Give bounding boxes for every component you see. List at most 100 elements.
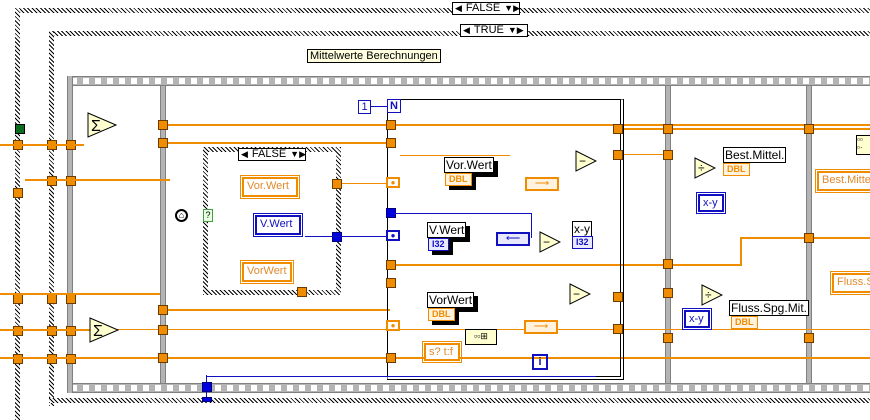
tunnel <box>47 354 57 364</box>
svg-text:−: − <box>579 154 586 168</box>
dropdown-icon[interactable]: ▼ <box>290 149 300 159</box>
vorwert-local-variable[interactable]: VorWert <box>240 260 294 284</box>
wire <box>206 376 596 377</box>
fluss-local-variable[interactable]: Fluss.S <box>830 271 870 295</box>
vorwert-indicator[interactable]: DBL <box>428 308 455 321</box>
tunnel <box>332 232 342 242</box>
tunnel <box>386 260 396 270</box>
tunnel <box>158 120 168 130</box>
loop-count-constant[interactable]: 1 <box>358 100 371 114</box>
tunnel <box>332 179 342 189</box>
inner-case-selector[interactable]: ◀ TRUE ▼ ▶ <box>460 24 528 37</box>
tunnel <box>158 305 168 315</box>
tunnel <box>386 278 396 288</box>
tunnel <box>663 333 673 343</box>
vorwert-indicator-label: VorWert <box>427 292 475 308</box>
tunnel <box>202 397 212 402</box>
shift-register-left: ● <box>386 177 400 188</box>
build-array-node[interactable]: ▫▫⊞ <box>465 329 497 345</box>
tunnel <box>804 233 814 243</box>
shift-register-left: ● <box>386 320 400 331</box>
svg-text:Σ: Σ <box>93 323 103 340</box>
dropdown-icon[interactable]: ▼ <box>504 3 514 13</box>
sum-primitive-bottom[interactable]: Σ <box>89 317 120 346</box>
tunnel <box>386 120 396 130</box>
tunnel <box>386 353 396 363</box>
tunnel <box>47 176 57 186</box>
format-string-constant[interactable]: s? t:f <box>422 341 462 363</box>
sum-primitive-top[interactable]: Σ <box>87 112 118 141</box>
feedback-node-dbl-top[interactable]: ⟶ <box>525 177 559 191</box>
tunnel <box>66 294 76 304</box>
x-y-local-variable[interactable]: x-y <box>696 192 726 214</box>
wire <box>390 264 670 266</box>
wire <box>740 237 742 266</box>
best-mittel-indicator[interactable]: DBL <box>723 163 750 176</box>
wire <box>620 154 670 155</box>
tunnel <box>66 354 76 364</box>
tunnel <box>158 353 168 363</box>
wire <box>400 155 510 156</box>
tunnel <box>613 150 623 160</box>
next-case-icon[interactable]: ▶ <box>516 25 524 35</box>
subtract-primitive[interactable]: − <box>539 231 562 256</box>
wire <box>160 309 390 311</box>
feedback-node-dbl-bottom[interactable]: ⟶ <box>524 320 558 334</box>
subtract-primitive[interactable]: − <box>569 283 592 308</box>
x-y-indicator-label: x-y <box>572 221 592 237</box>
vor-wert-local-variable[interactable]: Vor.Wert <box>240 175 300 199</box>
prev-case-icon[interactable]: ◀ <box>455 3 462 13</box>
outer-case-top-border <box>15 8 870 13</box>
divide-primitive[interactable]: ÷ <box>701 284 724 309</box>
dropdown-icon[interactable]: ▼ <box>507 25 517 35</box>
loop-iteration-terminal: i <box>532 354 548 370</box>
wire <box>620 128 870 130</box>
tunnel <box>613 324 623 334</box>
subtract-primitive[interactable]: − <box>575 150 598 175</box>
v-wert-indicator[interactable]: I32 <box>428 238 449 251</box>
wire <box>160 142 390 144</box>
sequence-divider-2 <box>665 86 671 383</box>
inner-case-top-border <box>49 31 870 36</box>
sequence-divider-1 <box>160 86 166 383</box>
wire <box>25 179 170 181</box>
feedback-node-i32[interactable]: ⟵ <box>496 232 530 246</box>
shift-register-left: ● <box>386 230 400 241</box>
tunnel <box>613 292 623 302</box>
wire <box>670 264 740 266</box>
prev-case-icon[interactable]: ◀ <box>241 149 248 159</box>
build-array-node[interactable]: ▫▫▫· <box>856 135 870 155</box>
svg-text:÷: ÷ <box>705 288 712 302</box>
tunnel <box>804 333 814 343</box>
vor-wert-indicator[interactable]: DBL <box>445 173 472 186</box>
divide-primitive[interactable]: ÷ <box>694 157 717 182</box>
svg-text:Σ: Σ <box>91 118 101 135</box>
outer-case-left-border <box>15 8 20 420</box>
sequence-bottom-filmstrip <box>67 383 870 393</box>
tunnel <box>386 138 396 148</box>
inner-case-bottom-border <box>49 398 870 403</box>
tunnel <box>613 124 623 134</box>
vor-wert-indicator-label: Vor.Wert <box>444 157 494 173</box>
wire <box>371 106 388 107</box>
x-y-local-variable[interactable]: x-y <box>682 308 712 330</box>
v-wert-local-variable[interactable]: V.Wert <box>253 213 303 237</box>
wire <box>0 329 90 331</box>
inner-case-left-border <box>49 31 54 406</box>
fluss-spg-mit-indicator[interactable]: DBL <box>731 316 758 329</box>
tunnel <box>663 259 673 269</box>
wire <box>0 293 160 295</box>
next-case-icon[interactable]: ▶ <box>513 3 521 13</box>
tunnel <box>202 382 212 392</box>
tunnel <box>663 124 673 134</box>
case-selector-tunnel: ? <box>203 209 213 222</box>
next-case-icon[interactable]: ▶ <box>299 149 307 159</box>
outer-case-selector[interactable]: ◀ FALSE ▼ ▶ <box>452 2 520 15</box>
prev-case-icon[interactable]: ◀ <box>463 25 470 35</box>
tunnel <box>158 325 168 335</box>
tunnel <box>66 176 76 186</box>
x-y-indicator[interactable]: I32 <box>572 236 593 249</box>
comment-label: Mittelwerte Berechnungen <box>307 49 441 63</box>
nested-case-selector[interactable]: ◀ FALSE ▼ ▶ <box>238 148 306 161</box>
best-mittel-local-variable[interactable]: Best.Mitte <box>815 169 870 193</box>
